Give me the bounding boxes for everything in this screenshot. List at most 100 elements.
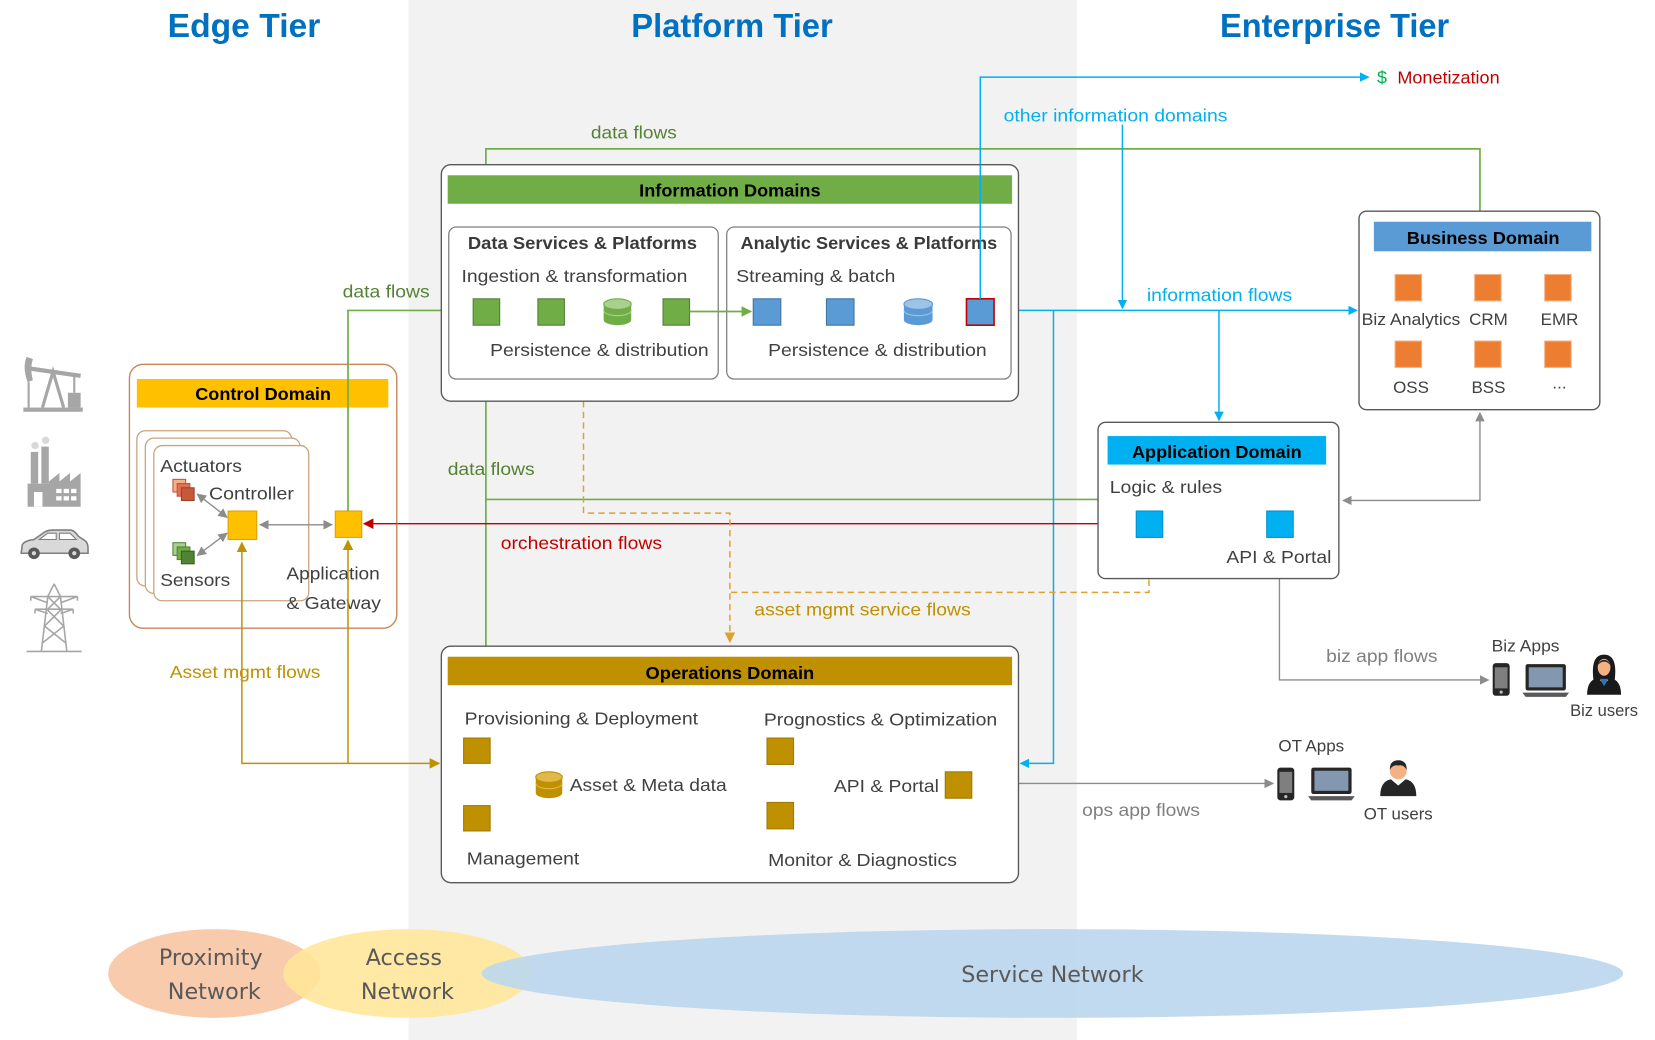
- controller-actuators-link: [196, 493, 228, 518]
- service-network-label: Service Network: [961, 962, 1144, 988]
- business-node-bss: [1474, 340, 1502, 368]
- operations-domain-header: [447, 656, 1013, 686]
- tier-title-platform: Platform Tier: [631, 7, 833, 45]
- analytic-services-panel: Analytic Services & Platforms Streaming …: [726, 226, 1012, 380]
- database-cylinder-icon: [603, 298, 632, 326]
- biz-phone-icon: [1492, 663, 1510, 696]
- business-label-emr: EMR: [1541, 310, 1579, 329]
- other-information-domains-label: other information domains: [1004, 105, 1228, 125]
- analytic-export-node: [965, 298, 995, 326]
- application-business-link: [1342, 411, 1485, 506]
- monetization-text: Monetization: [1397, 67, 1499, 87]
- actuators-label: Actuators: [160, 456, 242, 476]
- power-tower-icon: [26, 583, 82, 653]
- prognostics-label: Prognostics & Optimization: [764, 709, 997, 729]
- access-network-line2: Network: [361, 979, 454, 1005]
- dollar-sign-icon: $: [1377, 67, 1387, 87]
- data-flows-label-edge: data flows: [343, 282, 430, 302]
- business-node-biz-analytics: [1394, 273, 1423, 302]
- access-network-line1: Access: [366, 945, 442, 971]
- operations-domain-title: Operations Domain: [646, 663, 815, 683]
- control-domain-box: Control Domain Actuators Controller Sens…: [128, 363, 398, 629]
- application-domain-header: [1107, 436, 1327, 465]
- streaming-label: Streaming & batch: [736, 266, 895, 286]
- application-domain-box: Application Domain Logic & rules API & P…: [1097, 421, 1340, 580]
- business-domain-box: Business Domain Biz Analytics CRM EMR OS…: [1358, 210, 1601, 411]
- analytic-services-title: Analytic Services & Platforms: [741, 233, 998, 253]
- analytic-services-frame: [726, 226, 1012, 380]
- ot-laptop-icon: [1308, 767, 1355, 801]
- gateway-label-line2: & Gateway: [286, 593, 380, 613]
- business-domain-header: [1373, 221, 1592, 252]
- monitor-label: Monitor & Diagnostics: [768, 850, 957, 870]
- information-domains-title: Information Domains: [639, 180, 820, 200]
- ingestion-node-1: [472, 298, 501, 326]
- information-domains-header: [447, 175, 1013, 204]
- monetization-label: $ Monetization: [1377, 67, 1500, 87]
- data-flows-label-top: data flows: [591, 122, 677, 142]
- access-network-ellipse: [283, 929, 532, 1018]
- application-domain-title: Application Domain: [1132, 442, 1302, 462]
- ingestion-label: Ingestion & transformation: [461, 266, 687, 286]
- data-services-panel: Data Services & Platforms Ingestion & tr…: [448, 226, 719, 380]
- ot-apps-label: OT Apps: [1278, 737, 1344, 756]
- asset-service-flow-from-application: [729, 537, 1150, 594]
- access-network-label: Access Network: [361, 945, 454, 1005]
- gateway-label-line1: Application: [286, 564, 379, 584]
- database-cylinder-icon: [535, 771, 563, 799]
- information-domains-box: Information Domains Data Services & Plat…: [440, 164, 1020, 402]
- car-icon: [20, 529, 89, 560]
- logic-rules-node: [1135, 510, 1164, 538]
- app-api-portal-node: [1266, 510, 1294, 538]
- orchestration-flows-label: orchestration flows: [501, 533, 662, 553]
- prognostics-node: [766, 737, 795, 765]
- ops-app-flows-label: ops app flows: [1082, 800, 1200, 820]
- asset-mgmt-flows-label: Asset mgmt flows: [170, 662, 321, 682]
- proximity-network-line2: Network: [168, 979, 261, 1005]
- factory-icon: [27, 436, 81, 507]
- tier-title-enterprise: Enterprise Tier: [1220, 7, 1449, 45]
- proximity-network-label: Proximity Network: [159, 945, 270, 1005]
- controller-sensors-link: [196, 532, 228, 556]
- logic-rules-label: Logic & rules: [1110, 477, 1222, 497]
- app-api-portal-label: API & Portal: [1226, 547, 1331, 567]
- ot-users-label: OT users: [1364, 804, 1433, 823]
- asset-mgmt-service-flows-label: asset mgmt service flows: [754, 600, 970, 620]
- analytic-node-1: [752, 298, 782, 326]
- business-label-biz-analytics: Biz Analytics: [1362, 310, 1461, 329]
- biz-user-icon: [1587, 654, 1622, 695]
- provisioning-node: [463, 737, 491, 764]
- biz-app-flows-label: biz app flows: [1326, 646, 1437, 666]
- proximity-network-line1: Proximity: [159, 945, 263, 971]
- ot-user-icon: [1380, 760, 1417, 797]
- asset-service-flow-from-information: [582, 380, 736, 644]
- business-label-more: ...: [1552, 374, 1566, 393]
- business-node-more: [1544, 340, 1572, 368]
- operations-domain-frame: [440, 645, 1020, 884]
- business-node-emr: [1544, 273, 1572, 302]
- gateway-label: Application & Gateway: [286, 564, 384, 614]
- ingestion-node-3: [662, 298, 691, 326]
- sensors-icon: [172, 542, 195, 565]
- provisioning-label: Provisioning & Deployment: [465, 708, 698, 728]
- ot-phone-icon: [1277, 767, 1295, 801]
- business-node-crm: [1474, 273, 1502, 302]
- information-flow-to-operations: [1019, 310, 1055, 769]
- proximity-network-ellipse: [108, 929, 321, 1018]
- management-node: [463, 805, 491, 832]
- networks: Proximity Network Access Network Service…: [108, 929, 1624, 1018]
- data-services-title: Data Services & Platforms: [468, 233, 697, 253]
- sensors-label: Sensors: [160, 570, 230, 590]
- data-flows-label-ops: data flows: [448, 459, 535, 479]
- controller-node: [227, 510, 258, 541]
- operations-domain-box: Operations Domain Provisioning & Deploym…: [440, 645, 1020, 884]
- control-domain-header: [136, 379, 389, 408]
- information-flows-label: information flows: [1147, 285, 1292, 305]
- biz-laptop-icon: [1522, 664, 1570, 697]
- data-services-frame: [448, 226, 719, 380]
- ingestion-node-2: [537, 298, 565, 326]
- business-label-bss: BSS: [1471, 378, 1505, 397]
- gateway-node: [334, 510, 363, 538]
- tier-title-edge: Edge Tier: [168, 7, 321, 45]
